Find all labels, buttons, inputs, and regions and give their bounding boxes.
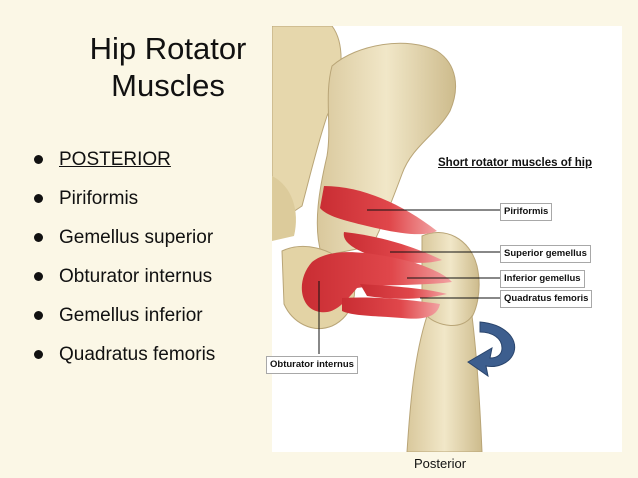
bullet-dot <box>34 233 43 242</box>
bullet-dot <box>34 272 43 281</box>
label-superior-gemellus: Superior gemellus <box>500 245 591 263</box>
bullet-item: Piriformis <box>34 179 215 218</box>
label-piriformis: Piriformis <box>500 203 553 221</box>
bullet-text: Gemellus inferior <box>59 304 203 326</box>
bullet-text: Gemellus superior <box>59 226 214 248</box>
anatomy-figure: Short rotator muscles of hip Piriformis … <box>266 26 622 452</box>
bullet-dot <box>34 194 43 203</box>
superior-gemellus-muscle <box>343 232 442 263</box>
bullet-text: Obturator internus <box>59 265 213 287</box>
figure-title: Short rotator muscles of hip <box>438 157 592 169</box>
bullet-item: Gemellus inferior <box>34 296 215 335</box>
bullet-item: Obturator internus <box>34 257 215 296</box>
rotation-arrow-icon <box>467 321 516 378</box>
bullet-item: Gemellus superior <box>34 218 215 257</box>
bullet-text: POSTERIOR <box>59 148 171 170</box>
inferior-gemellus-muscle <box>360 284 447 299</box>
bullet-item: Quadratus femoris <box>34 335 215 374</box>
bullet-text: Quadratus femoris <box>59 343 216 365</box>
figure-caption: Posterior <box>414 456 467 471</box>
hip-illustration <box>272 26 516 452</box>
bullet-text: Piriformis <box>59 187 139 209</box>
title-line-2: Muscles <box>111 68 225 103</box>
coccyx-bone <box>272 176 296 241</box>
obturator-internus-muscle <box>301 252 452 313</box>
label-quadratus-femoris: Quadratus femoris <box>500 290 593 308</box>
bullet-item: POSTERIOR <box>34 140 215 179</box>
bullet-dot <box>34 350 43 359</box>
quadratus-femoris-muscle <box>342 297 440 319</box>
label-inferior-gemellus: Inferior gemellus <box>500 270 585 288</box>
femur-shaft <box>406 314 483 452</box>
title-line-1: Hip Rotator <box>89 31 247 66</box>
bullet-dot <box>34 155 43 164</box>
slide-title: Hip Rotator Muscles <box>64 30 272 104</box>
sacrum-bone <box>272 26 342 227</box>
bullet-dot <box>34 311 43 320</box>
bullet-list: POSTERIOR Piriformis Gemellus superior O… <box>34 140 215 374</box>
label-obturator-internus: Obturator internus <box>266 356 358 374</box>
